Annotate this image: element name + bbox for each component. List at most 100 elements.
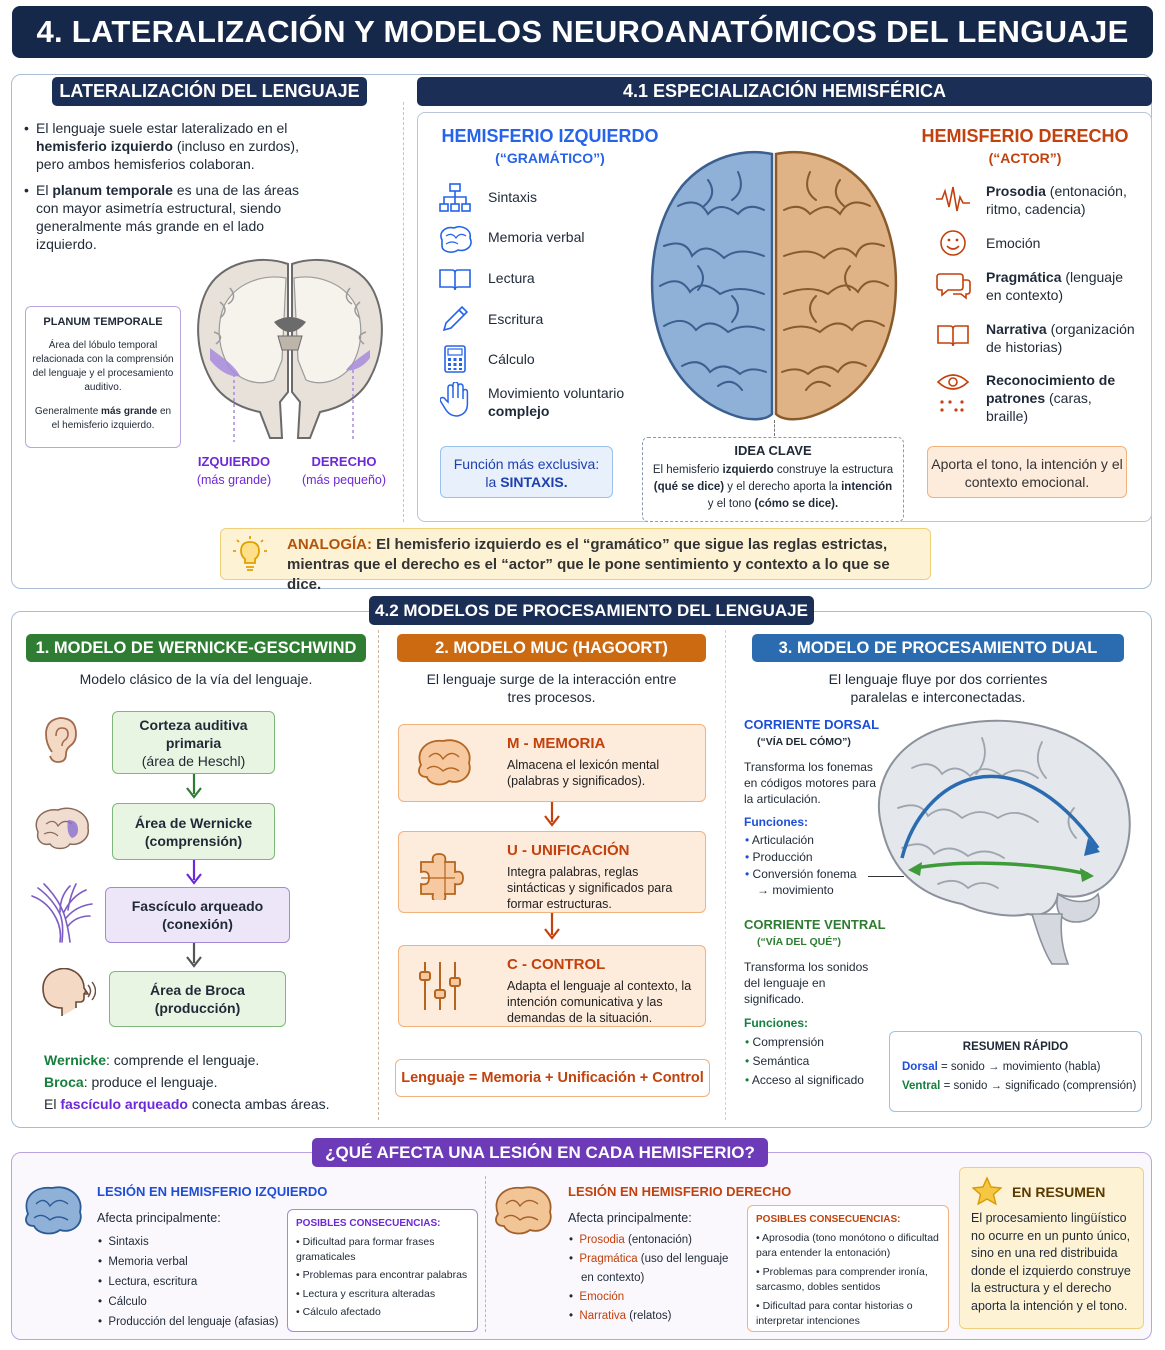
- right-consequences-box: POSIBLES CONSECUENCIAS: • Aprosodia (ton…: [747, 1205, 949, 1332]
- muc-memory-card: M - MEMORIA Almacena el lexicón mental (…: [398, 724, 706, 802]
- wernicke-model-header: 1. MODELO DE WERNICKE-GESCHWIND: [26, 634, 366, 662]
- dorsal-stream-subtitle: (“VÍA DEL CÓMO”): [757, 736, 851, 748]
- summary-text: El procesamiento lingüístico no ocurre e…: [971, 1211, 1131, 1313]
- book-icon: [439, 269, 471, 291]
- ventral-stream-subtitle: (“VÍA DEL QUÉ”): [757, 936, 842, 948]
- step-arcuate-fasciculus: Fascículo arqueado (conexión): [105, 887, 290, 943]
- right-hemisphere-subtitle: (“ACTOR”): [988, 150, 1062, 166]
- puzzle-icon: [420, 853, 464, 900]
- pencil-icon: [442, 305, 469, 332]
- ventral-stream-title: CORRIENTE VENTRAL: [744, 917, 886, 932]
- left-lesion-list: • Sintaxis • Memoria verbal • Lectura, e…: [98, 1236, 279, 1328]
- muc-model-header: 2. MODELO MUC (HAGOORT): [397, 634, 706, 662]
- brain-icon: [418, 739, 471, 786]
- left-item-syntax: Sintaxis: [488, 189, 538, 205]
- left-lesion-title: LESIÓN EN HEMISFERIO IZQUIERDO: [97, 1184, 328, 1199]
- lateralization-header: LATERALIZACIÓN DEL LENGUAJE: [52, 77, 367, 106]
- arrow-down-icon: [544, 802, 560, 827]
- right-hemisphere-summary-box: Aporta el tono, la intención y el contex…: [927, 446, 1127, 498]
- column-divider: [485, 1176, 486, 1332]
- dual-model-header: 3. MODELO DE PROCESAMIENTO DUAL: [752, 634, 1124, 662]
- step-wernicke-area: Área de Wernicke (comprensión): [112, 803, 275, 860]
- arrow-down-icon: [186, 860, 202, 885]
- page-title: 4. LATERALIZACIÓN Y MODELOS NEUROANATÓMI…: [12, 6, 1153, 58]
- fiber-tract-icon: [31, 883, 93, 943]
- hierarchy-icon: [439, 183, 471, 212]
- analogy-text: ANALOGÍA: El hemisferio izquierdo es el …: [287, 536, 890, 593]
- muc-model-desc: El lenguaje surge de la interacción entr…: [426, 671, 677, 705]
- right-item-pragmatics: Pragmática (lenguaje en contexto): [986, 269, 1123, 303]
- left-hemisphere-subtitle: (“GRAMÁTICO”): [495, 150, 605, 166]
- star-icon: [972, 1176, 1002, 1206]
- models-header: 4.2 MODELOS DE PROCESAMIENTO DEL LENGUAJ…: [369, 596, 814, 625]
- section-divider: [403, 102, 404, 522]
- muc-control-card: C - CONTROL Adapta el lenguaje al contex…: [398, 945, 706, 1027]
- step-auditory-cortex: Corteza auditiva primaria (área de Hesch…: [112, 711, 275, 774]
- ventral-stream-desc: Transforma los sonidos del lenguaje en s…: [744, 960, 869, 1006]
- brain-icon: [440, 225, 472, 253]
- muc-unification-card: U - UNIFICACIÓN Integra palabras, reglas…: [398, 831, 706, 913]
- calculator-icon: [444, 345, 466, 373]
- right-hemisphere-sublabel: (más pequeño): [301, 473, 387, 487]
- quick-summary-box: RESUMEN RÁPIDO Dorsal = sonido → movimie…: [889, 1031, 1142, 1112]
- right-hemisphere-label: DERECHO: [311, 454, 377, 469]
- right-item-emotion: Emoción: [986, 235, 1041, 251]
- hemisphere-divider-line: [774, 420, 775, 436]
- analogy-box: [220, 528, 931, 580]
- right-lesion-affects: Afecta principalmente:: [568, 1211, 692, 1225]
- left-item-calculation: Cálculo: [488, 351, 535, 367]
- brain-side-icon: [35, 807, 89, 850]
- planum-temporale-desc: Área del lóbulo temporal relacionada con…: [32, 340, 174, 393]
- left-item-voluntary-movement: Movimiento voluntario complejo: [488, 385, 625, 419]
- key-idea-box: IDEA CLAVE El hemisferio izquierdo const…: [642, 437, 904, 522]
- left-hemisphere-sublabel: (más grande): [196, 473, 272, 487]
- planum-temporale-title: PLANUM TEMPORALE: [43, 316, 163, 328]
- coronal-brain-illustration: [197, 258, 383, 442]
- right-item-narrative: Narrativa (organización de historias): [986, 321, 1135, 355]
- brain-top-view-illustration: [650, 150, 898, 421]
- column-divider: [725, 630, 726, 1120]
- blue-brain-icon: [25, 1186, 82, 1235]
- lateralization-bullets: • El lenguaje suele estar lateralizado e…: [24, 120, 300, 252]
- column-divider: [378, 630, 379, 1120]
- right-lesion-list: • Prosodia (entonación) • Pragmática (us…: [569, 1234, 729, 1322]
- dorsal-functions-label: Funciones:: [744, 815, 809, 829]
- dorsal-functions: • Articulación • Producción • Conversión…: [745, 833, 857, 897]
- brain-lateral-streams-illustration: [877, 719, 1131, 965]
- left-item-writing: Escritura: [488, 311, 544, 327]
- sliders-icon: [419, 962, 461, 1010]
- lesion-header: ¿QUÉ AFECTA UNA LESIÓN EN CADA HEMISFERI…: [312, 1138, 768, 1167]
- left-hemisphere-summary-box: Función más exclusiva: la SINTAXIS.: [440, 446, 613, 498]
- orange-brain-icon: [495, 1186, 552, 1235]
- key-idea-title: IDEA CLAVE: [734, 443, 812, 458]
- smiley-icon: [940, 230, 966, 256]
- summary-title: EN RESUMEN: [1012, 1184, 1106, 1200]
- specialization-header: 4.1 ESPECIALIZACIÓN HEMISFÉRICA: [417, 77, 1152, 106]
- pointer-line: [868, 876, 904, 877]
- right-lesion-title: LESIÓN EN HEMISFERIO DERECHO: [568, 1184, 792, 1199]
- lightbulb-icon: [233, 536, 267, 571]
- speech-bubbles-icon: [936, 273, 971, 300]
- speaking-head-icon: [42, 968, 96, 1016]
- left-item-reading: Lectura: [488, 270, 535, 286]
- dorsal-stream-desc: Transforma los fonemas en códigos motore…: [744, 760, 877, 806]
- ventral-functions: • Comprensión • Semántica • Acceso al si…: [745, 1035, 864, 1087]
- waveform-icon: [936, 186, 970, 212]
- right-hemisphere-title: HEMISFERIO DERECHO: [921, 126, 1129, 146]
- arrow-down-icon: [186, 774, 202, 799]
- right-item-prosody: Prosodia (entonación, ritmo, cadencia): [986, 183, 1127, 217]
- open-book-icon: [937, 325, 969, 347]
- ventral-functions-label: Funciones:: [744, 1016, 809, 1030]
- dual-model-desc: El lenguaje fluye por dos corrientes par…: [828, 671, 1048, 705]
- arrow-down-icon: [186, 943, 202, 968]
- left-consequences-box: POSIBLES CONSECUENCIAS: • Dificultad par…: [287, 1209, 478, 1332]
- dorsal-stream-title: CORRIENTE DORSAL: [744, 717, 880, 732]
- left-hemisphere-title: HEMISFERIO IZQUIERDO: [441, 126, 659, 146]
- quick-summary-title: RESUMEN RÁPIDO: [962, 1041, 1069, 1053]
- left-lesion-affects: Afecta principalmente:: [97, 1211, 221, 1225]
- right-item-pattern-recognition: Reconocimiento de patrones (caras, brail…: [986, 372, 1116, 424]
- eye-braille-icon: [936, 374, 970, 412]
- arrow-down-icon: [544, 913, 560, 940]
- ear-icon: [45, 717, 77, 763]
- left-item-verbal-memory: Memoria verbal: [488, 229, 585, 245]
